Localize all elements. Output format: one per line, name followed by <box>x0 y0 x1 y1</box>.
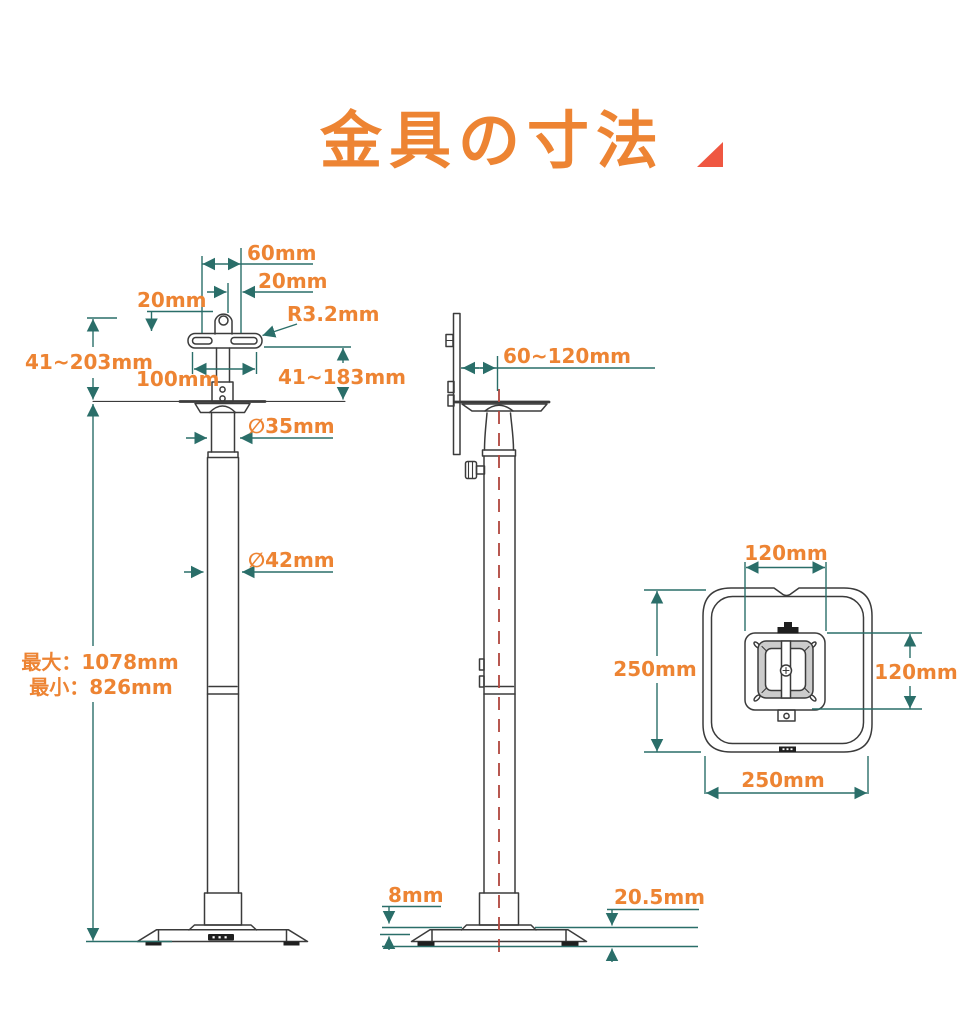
side-pole <box>483 455 516 894</box>
dim-label-height-min: 最小：826mm <box>29 675 172 699</box>
side-base-foot-right <box>561 941 579 946</box>
top-view: 120mm 250mm 120mm 250mm <box>613 541 958 800</box>
side-neck <box>483 412 515 451</box>
dim-label-plate-width: 120mm <box>744 541 827 565</box>
side-view-dimension-lines <box>380 356 699 962</box>
base-body <box>136 929 309 943</box>
plate-dome <box>208 405 237 414</box>
mount-plate-bottom-tab <box>777 709 796 722</box>
top-tab <box>214 313 233 335</box>
side-pole-tab-2 <box>478 675 485 688</box>
base-foot-left <box>145 941 162 946</box>
pole-joint-seam <box>206 685 240 695</box>
side-plate-dome <box>484 404 514 412</box>
base-outer-edge <box>702 587 873 753</box>
bracket-slot-left <box>191 336 213 345</box>
top-view-base-outline <box>702 587 873 753</box>
mount-plate-top-nub <box>784 622 792 628</box>
base-inner-edge <box>710 595 865 745</box>
page-title: 金具の寸法 <box>319 104 665 177</box>
dim-label-lower-pole-dia: ∅42mm <box>248 548 335 572</box>
top-view-dimension-lines <box>644 561 922 800</box>
mount-block-hole-1 <box>219 386 226 393</box>
top-plate <box>194 402 251 414</box>
base-endcap-seams <box>157 929 288 943</box>
front-view-stand-outline <box>92 313 346 946</box>
title-corner-triangle-icon <box>697 142 723 167</box>
side-plate-tab-1 <box>447 380 455 394</box>
dim-label-slot-radius: R3.2mm <box>287 302 380 326</box>
side-base-body <box>410 929 588 943</box>
top-logo-dots <box>782 748 793 751</box>
pole-collar <box>207 451 239 459</box>
lower-pole <box>206 456 240 894</box>
side-pole-tab-1 <box>478 658 485 671</box>
base-logo-plate <box>208 934 234 941</box>
dim-label-tab-offset: 20mm <box>137 288 207 312</box>
dim-label-height-max: 最大：1078mm <box>21 650 178 674</box>
side-view: 60~120mm 8mm 20.5mm <box>380 312 705 962</box>
bottom-tab-hole <box>783 712 790 720</box>
dim-label-base-depth: 250mm <box>613 657 696 681</box>
front-view: 60mm 20mm 20mm R3.2mm 41~203mm 100mm 41~… <box>21 241 406 946</box>
mount-plate-top-tab <box>777 627 799 634</box>
dim-label-slot-length: 20mm <box>258 269 328 293</box>
side-view-stand-outline <box>410 312 588 961</box>
base-lip <box>188 924 258 931</box>
tension-knob-stem <box>475 465 486 475</box>
bracket-slot-right <box>230 336 258 345</box>
base-foot-right <box>283 941 300 946</box>
clamp-corner-cuts <box>761 645 810 694</box>
tension-knob-ridges <box>467 460 474 480</box>
dim-label-upper-pole-dia: ∅35mm <box>248 414 335 438</box>
dim-label-base-width: 250mm <box>741 768 824 792</box>
dim-label-base-height: 20.5mm <box>614 885 705 909</box>
bracket-bar <box>187 332 263 349</box>
top-tab-hole <box>218 315 229 326</box>
dim-label-plate-height: 120mm <box>874 660 957 684</box>
dim-label-mount-range-right: 41~183mm <box>278 365 406 389</box>
side-top-plate <box>461 403 548 412</box>
side-plate-tab-2 <box>447 394 455 407</box>
dim-label-hole-spacing: 100mm <box>136 367 219 391</box>
center-screw-cross <box>782 666 790 675</box>
dim-label-top-width: 60mm <box>247 241 317 265</box>
dim-label-mount-range-left: 41~203mm <box>25 350 153 374</box>
side-base-endcap-seams <box>431 929 567 943</box>
dim-label-depth-range: 60~120mm <box>503 344 631 368</box>
dim-label-plate-thickness: 8mm <box>388 883 444 907</box>
pole-foot-sleeve <box>203 892 243 926</box>
base-logo-dots <box>212 936 227 939</box>
upper-pole <box>210 412 236 453</box>
front-view-dimension-lines <box>86 248 351 943</box>
tension-knob <box>464 460 478 480</box>
side-base-foot-left <box>417 941 435 946</box>
